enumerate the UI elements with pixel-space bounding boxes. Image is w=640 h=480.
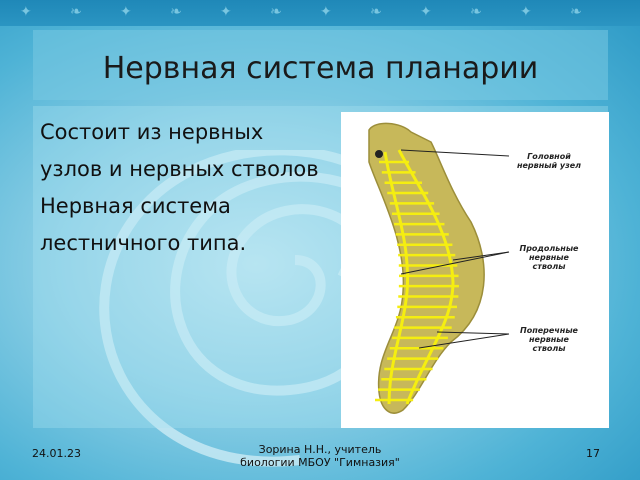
label-head-ganglion: Головной нервный узел [509, 152, 589, 170]
label-line: стволы [532, 262, 566, 271]
label-line: Поперечные [520, 326, 578, 335]
longitudinal-nerve-right [397, 149, 455, 405]
body-line: Нервная система [40, 194, 231, 218]
planaria-nervous-system-figure: Головной нервный узел Продольные нервные… [341, 112, 609, 428]
label-transverse-nerves: Поперечные нервные стволы [509, 326, 589, 353]
footer-author: Зорина Н.Н., учитель биологии МБОУ "Гимн… [200, 443, 440, 469]
label-line: нервные [529, 253, 569, 262]
label-line: стволы [532, 344, 566, 353]
decorative-fish-border: ✦❧✦ ❧✦❧ ✦❧✦ ❧✦❧ [0, 0, 640, 26]
body-line: узлов и нервных стволов [40, 157, 319, 181]
eye-spot [375, 150, 383, 158]
author-line: Зорина Н.Н., учитель [258, 443, 382, 456]
body-line: лестничного типа. [40, 231, 247, 255]
label-longitudinal-nerves: Продольные нервные стволы [509, 244, 589, 271]
label-line: Продольные [519, 244, 579, 253]
footer-date: 24.01.23 [32, 447, 81, 460]
body-line: Состоит из нервных [40, 120, 264, 144]
author-line: биологии МБОУ "Гимназия" [240, 456, 400, 469]
slide-body: Состоит из нервных узлов и нервных ствол… [40, 114, 360, 262]
slide-title: Нервная система планарии [102, 51, 539, 86]
label-line: нервные [529, 335, 569, 344]
planaria-illustration [368, 122, 510, 414]
label-line: нервный узел [516, 161, 582, 170]
page-number: 17 [586, 447, 600, 460]
title-band: Нервная система планарии [33, 30, 608, 100]
label-line: Головной [527, 152, 571, 161]
